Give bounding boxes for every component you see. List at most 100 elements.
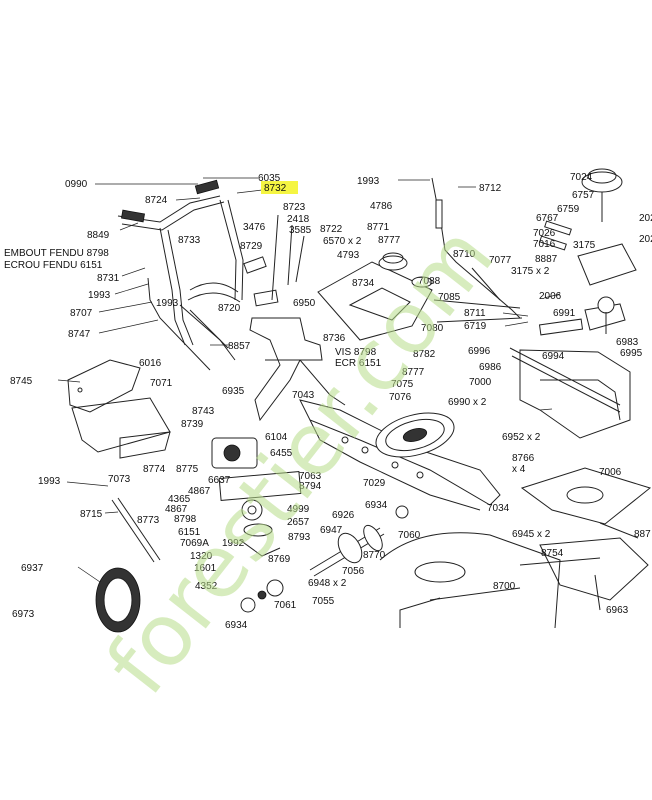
label-8733: 8733	[178, 235, 201, 246]
drive-wheel-right	[375, 412, 455, 458]
label-887: 887	[634, 529, 651, 540]
label-6950: 6950	[293, 298, 316, 309]
label-6963: 6963	[606, 605, 629, 616]
label-8857: 8857	[228, 341, 251, 352]
label-8775: 8775	[176, 464, 199, 475]
label-8711: 8711	[464, 308, 486, 319]
label-8747: 8747	[68, 329, 91, 340]
label-4999: 4999	[287, 504, 310, 515]
label-ecr-6151: ECR 6151	[335, 358, 382, 369]
label-8700: 8700	[493, 581, 516, 592]
main-frame	[249, 317, 501, 511]
label-202-a: 202	[639, 213, 652, 224]
label-6757: 6757	[572, 190, 595, 201]
label-6016: 6016	[139, 358, 162, 369]
label-2006: 2006	[539, 291, 562, 302]
label-6995: 6995	[620, 348, 643, 359]
label-8793: 8793	[288, 532, 311, 543]
label-6637: 6637	[208, 475, 231, 486]
label-6996: 6996	[468, 346, 491, 357]
label-8745: 8745	[10, 376, 33, 387]
label-6759: 6759	[557, 204, 580, 215]
label-1993-d: 1993	[357, 176, 380, 187]
center-plate	[317, 252, 433, 341]
label-8729: 8729	[240, 241, 263, 252]
label-6952: 6952 x 2	[502, 432, 541, 443]
label-2657: 2657	[287, 517, 310, 528]
label-3476: 3476	[243, 222, 266, 233]
top-right-rods	[431, 177, 523, 323]
label-8773: 8773	[137, 515, 160, 526]
label-8774: 8774	[143, 464, 166, 475]
label-6455: 6455	[270, 448, 293, 459]
label-8739: 8739	[181, 419, 204, 430]
label-8731: 8731	[97, 273, 120, 284]
label-7085: 7085	[438, 292, 461, 303]
label-6767: 6767	[536, 213, 559, 224]
label-8720: 8720	[218, 303, 241, 314]
mower-deck	[379, 532, 561, 629]
label-3175-a: 3175	[573, 240, 596, 251]
label-1993-c: 1993	[38, 476, 61, 487]
label-7061: 7061	[274, 600, 297, 611]
label-6947: 6947	[320, 525, 343, 536]
label-6035: 6035	[258, 173, 281, 184]
label-8754: 8754	[541, 548, 564, 559]
label-8707: 8707	[70, 308, 93, 319]
label-8771: 8771	[367, 222, 390, 233]
label-7006: 7006	[599, 467, 622, 478]
label-7060: 7060	[398, 530, 421, 541]
part-labels: 0990 6035 8732 8724 8723 3476 2418 3585 …	[4, 172, 652, 631]
axle-assembly	[309, 505, 409, 577]
label-8724: 8724	[145, 195, 168, 206]
label-7024: 7024	[570, 172, 593, 183]
label-6990: 6990 x 2	[448, 397, 487, 408]
label-vis-8798: VIS 8798	[335, 347, 377, 358]
label-202-b: 202	[639, 234, 652, 245]
highlight-box	[261, 181, 298, 194]
label-8782: 8782	[413, 349, 436, 360]
label-1993-b: 1993	[156, 298, 179, 309]
label-8723: 8723	[283, 202, 306, 213]
label-8777-b: 8777	[402, 367, 425, 378]
label-8743: 8743	[192, 406, 215, 417]
label-4867-b: 4867	[165, 504, 188, 515]
label-ecrou-fendu: ECROU FENDU 6151	[4, 260, 103, 271]
label-8777-a: 8777	[378, 235, 401, 246]
label-8769: 8769	[268, 554, 291, 565]
label-8722: 8722	[320, 224, 343, 235]
label-7034: 7034	[487, 503, 510, 514]
label-8734: 8734	[352, 278, 375, 289]
label-4793: 4793	[337, 250, 360, 261]
label-8766: 8766	[512, 453, 535, 464]
label-1601: 1601	[194, 563, 217, 574]
label-6973: 6973	[12, 609, 35, 620]
label-4352: 4352	[195, 581, 218, 592]
label-x4: x 4	[512, 464, 526, 475]
label-7016: 7016	[533, 239, 556, 250]
label-6948: 6948 x 2	[308, 578, 347, 589]
label-8798: 8798	[174, 514, 197, 525]
label-1993-a: 1993	[88, 290, 111, 301]
label-6994: 6994	[542, 351, 565, 362]
leader-lines	[57, 177, 561, 583]
label-4365: 4365	[168, 494, 191, 505]
label-6719: 6719	[464, 321, 487, 332]
label-8715: 8715	[80, 509, 103, 520]
label-7026: 7026	[533, 228, 556, 239]
label-7000: 7000	[469, 377, 492, 388]
label-7071: 7071	[150, 378, 173, 389]
label-7043: 7043	[292, 390, 315, 401]
label-6937: 6937	[21, 563, 44, 574]
label-0990: 0990	[65, 179, 88, 190]
label-7055: 7055	[312, 596, 335, 607]
label-7029: 7029	[363, 478, 386, 489]
label-7076: 7076	[389, 392, 412, 403]
label-7063: 7063	[299, 471, 322, 482]
label-8732: 8732	[264, 183, 287, 194]
label-6934: 6934	[225, 620, 248, 631]
label-6151: 6151	[178, 527, 201, 538]
label-2418: 2418	[287, 214, 310, 225]
label-3175-x2: 3175 x 2	[511, 266, 550, 277]
